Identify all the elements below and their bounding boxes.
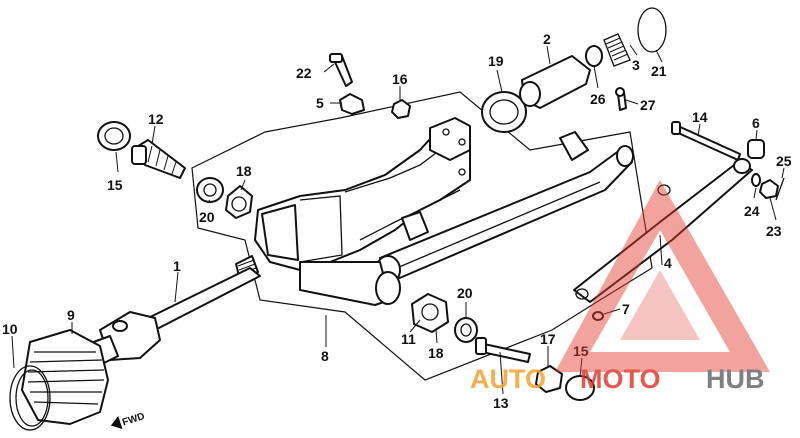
callout-25: 25: [776, 153, 792, 169]
pivot-bolt-part: [131, 139, 186, 179]
plate-top-part: [339, 93, 365, 115]
leader-lines: [11, 44, 785, 395]
collar-part: [585, 45, 603, 67]
callout-23: 23: [766, 223, 782, 239]
callout-6: 6: [752, 115, 760, 131]
oil-seal-center-part: [454, 317, 478, 343]
forward-arrow-icon: [110, 415, 123, 430]
callout-10: 10: [2, 321, 18, 337]
callout-9: 9: [67, 307, 75, 323]
callout-24: 24: [744, 203, 760, 219]
callout-18-upper: 18: [236, 163, 252, 179]
callout-20-right: 20: [457, 285, 473, 301]
spring-part: [603, 33, 631, 67]
part-callouts: 1 2 3 4 5 6 7 8 9 10 11 12 13 14 15 15 1…: [2, 31, 792, 411]
pivot-shaft-13-part: [475, 337, 531, 363]
collar-6-part: [747, 139, 765, 159]
callout-18-lower: 18: [428, 345, 444, 361]
callout-16: 16: [392, 71, 408, 87]
callout-2: 2: [543, 31, 551, 47]
torque-link-part: [573, 158, 753, 303]
forward-direction-indicator: FWD: [110, 411, 146, 430]
callout-12: 12: [148, 111, 164, 127]
callout-13: 13: [493, 395, 509, 411]
nut-23-part: [759, 179, 779, 199]
oil-seal-left-part: [196, 177, 224, 203]
boot-part: [481, 91, 527, 133]
watermark-word-moto: MOTO: [580, 364, 661, 394]
bolt-top-part: [329, 53, 353, 87]
dust-seal-upper-part: [97, 121, 131, 151]
callout-4: 4: [664, 255, 672, 271]
callout-1: 1: [173, 258, 181, 274]
o-ring-part: [637, 7, 667, 53]
callout-7: 7: [622, 301, 630, 317]
callout-15-upper: 15: [107, 177, 123, 193]
callout-21: 21: [651, 63, 667, 79]
forward-label: FWD: [121, 411, 146, 429]
callout-26: 26: [590, 91, 606, 107]
snap-ring-part: [9, 365, 51, 431]
bolt-14-part: [671, 121, 741, 161]
callout-11: 11: [401, 331, 416, 347]
cotter-pin-25-part: [775, 177, 785, 201]
bearing-center-part: [411, 293, 449, 333]
callout-8: 8: [321, 348, 329, 364]
swingarm-part: [254, 117, 634, 306]
callout-27: 27: [640, 97, 656, 113]
screw-27-part: [615, 87, 627, 111]
callout-20-left: 20: [199, 209, 215, 225]
watermark-word-auto: AUTO: [470, 364, 546, 394]
nut-top-part: [391, 99, 411, 119]
watermark-logo: AUTO MOTO HUB: [470, 180, 770, 394]
nut-17-part: [535, 365, 563, 393]
callout-17: 17: [540, 331, 556, 347]
callout-22: 22: [296, 65, 312, 81]
callout-3: 3: [632, 57, 640, 73]
callout-15-lower: 15: [573, 343, 589, 359]
pin-7-part: [592, 311, 604, 321]
callout-14: 14: [692, 109, 708, 125]
watermark-word-hub: HUB: [706, 364, 765, 394]
callout-5: 5: [316, 95, 324, 111]
dust-boot-part: [21, 329, 109, 425]
watermark-triangle-icon: [555, 180, 770, 372]
washer-24-part: [751, 173, 761, 187]
bearing-left-part: [225, 185, 253, 219]
damper-cylinder-part: [519, 55, 591, 109]
callout-19: 19: [488, 53, 504, 69]
